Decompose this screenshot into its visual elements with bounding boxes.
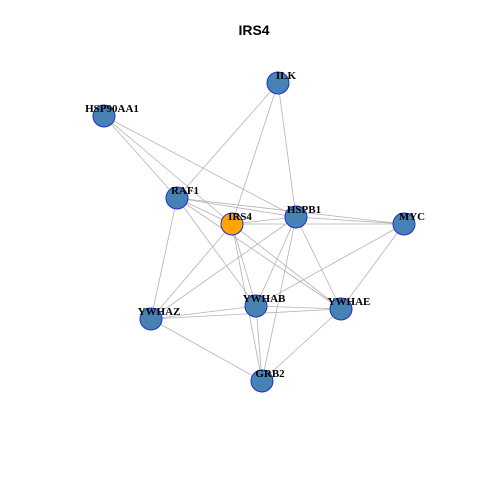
edge-ywhab-ywhae bbox=[255, 305, 342, 310]
edge-hspb1-ywhae bbox=[295, 216, 342, 310]
edge-ywhae-grb2 bbox=[261, 308, 342, 382]
node-label-ywhab: YWHAB bbox=[243, 293, 286, 305]
edge-hsp90aa1-irs4 bbox=[103, 115, 233, 225]
node-label-grb2: GRB2 bbox=[255, 368, 285, 380]
edge-irs4-ywhae bbox=[231, 223, 342, 310]
node-label-hspb1: HSPB1 bbox=[287, 204, 321, 216]
edge-ywhaz-ywhae bbox=[150, 308, 342, 320]
node-layer bbox=[92, 71, 416, 393]
node-raf1 bbox=[165, 186, 189, 210]
node-label-irs4: IRS4 bbox=[228, 211, 252, 223]
edge-ywhaz-ywhab bbox=[150, 305, 257, 320]
edge-myc-ywhae bbox=[340, 223, 405, 310]
edge-ilk-irs4 bbox=[231, 82, 279, 225]
edge-hspb1-ywhaz bbox=[150, 216, 297, 320]
edge-hspb1-grb2 bbox=[261, 216, 297, 382]
node-label-ywhae: YWHAE bbox=[328, 296, 371, 308]
edge-ilk-raf1 bbox=[176, 82, 279, 199]
node-hsp90aa1 bbox=[92, 104, 116, 128]
edge-myc-ywhab bbox=[255, 223, 405, 307]
node-hspb1 bbox=[284, 205, 308, 229]
node-label-ilk: ILK bbox=[276, 70, 297, 82]
edge-hsp90aa1-raf1 bbox=[103, 115, 178, 199]
edge-ilk-hspb1 bbox=[277, 82, 297, 218]
node-label-hsp90aa1: HSP90AA1 bbox=[85, 103, 139, 115]
edge-hsp90aa1-hspb1 bbox=[103, 115, 297, 218]
diagram-title: IRS4 bbox=[238, 22, 269, 38]
edge-raf1-hspb1 bbox=[176, 197, 297, 218]
edge-hspb1-myc bbox=[295, 216, 405, 225]
node-label-ywhaz: YWHAZ bbox=[138, 306, 181, 318]
edge-layer bbox=[103, 82, 405, 382]
edge-raf1-ywhab bbox=[176, 197, 257, 307]
edge-irs4-ywhab bbox=[231, 223, 257, 307]
node-grb2 bbox=[250, 369, 274, 393]
edge-ywhab-grb2 bbox=[255, 305, 263, 382]
node-ilk bbox=[266, 71, 290, 95]
edge-ywhaz-grb2 bbox=[150, 318, 263, 382]
node-myc bbox=[392, 212, 416, 236]
edge-raf1-ywhae bbox=[176, 197, 342, 310]
edge-irs4-ywhaz bbox=[150, 223, 233, 320]
node-ywhae bbox=[329, 297, 353, 321]
node-irs4 bbox=[220, 212, 244, 236]
edge-raf1-ywhaz bbox=[150, 197, 178, 320]
edge-hspb1-ywhab bbox=[255, 216, 297, 307]
node-label-raf1: RAF1 bbox=[171, 185, 199, 197]
node-ywhaz bbox=[139, 307, 163, 331]
node-ywhab bbox=[244, 294, 268, 318]
node-label-myc: MYC bbox=[399, 211, 425, 223]
